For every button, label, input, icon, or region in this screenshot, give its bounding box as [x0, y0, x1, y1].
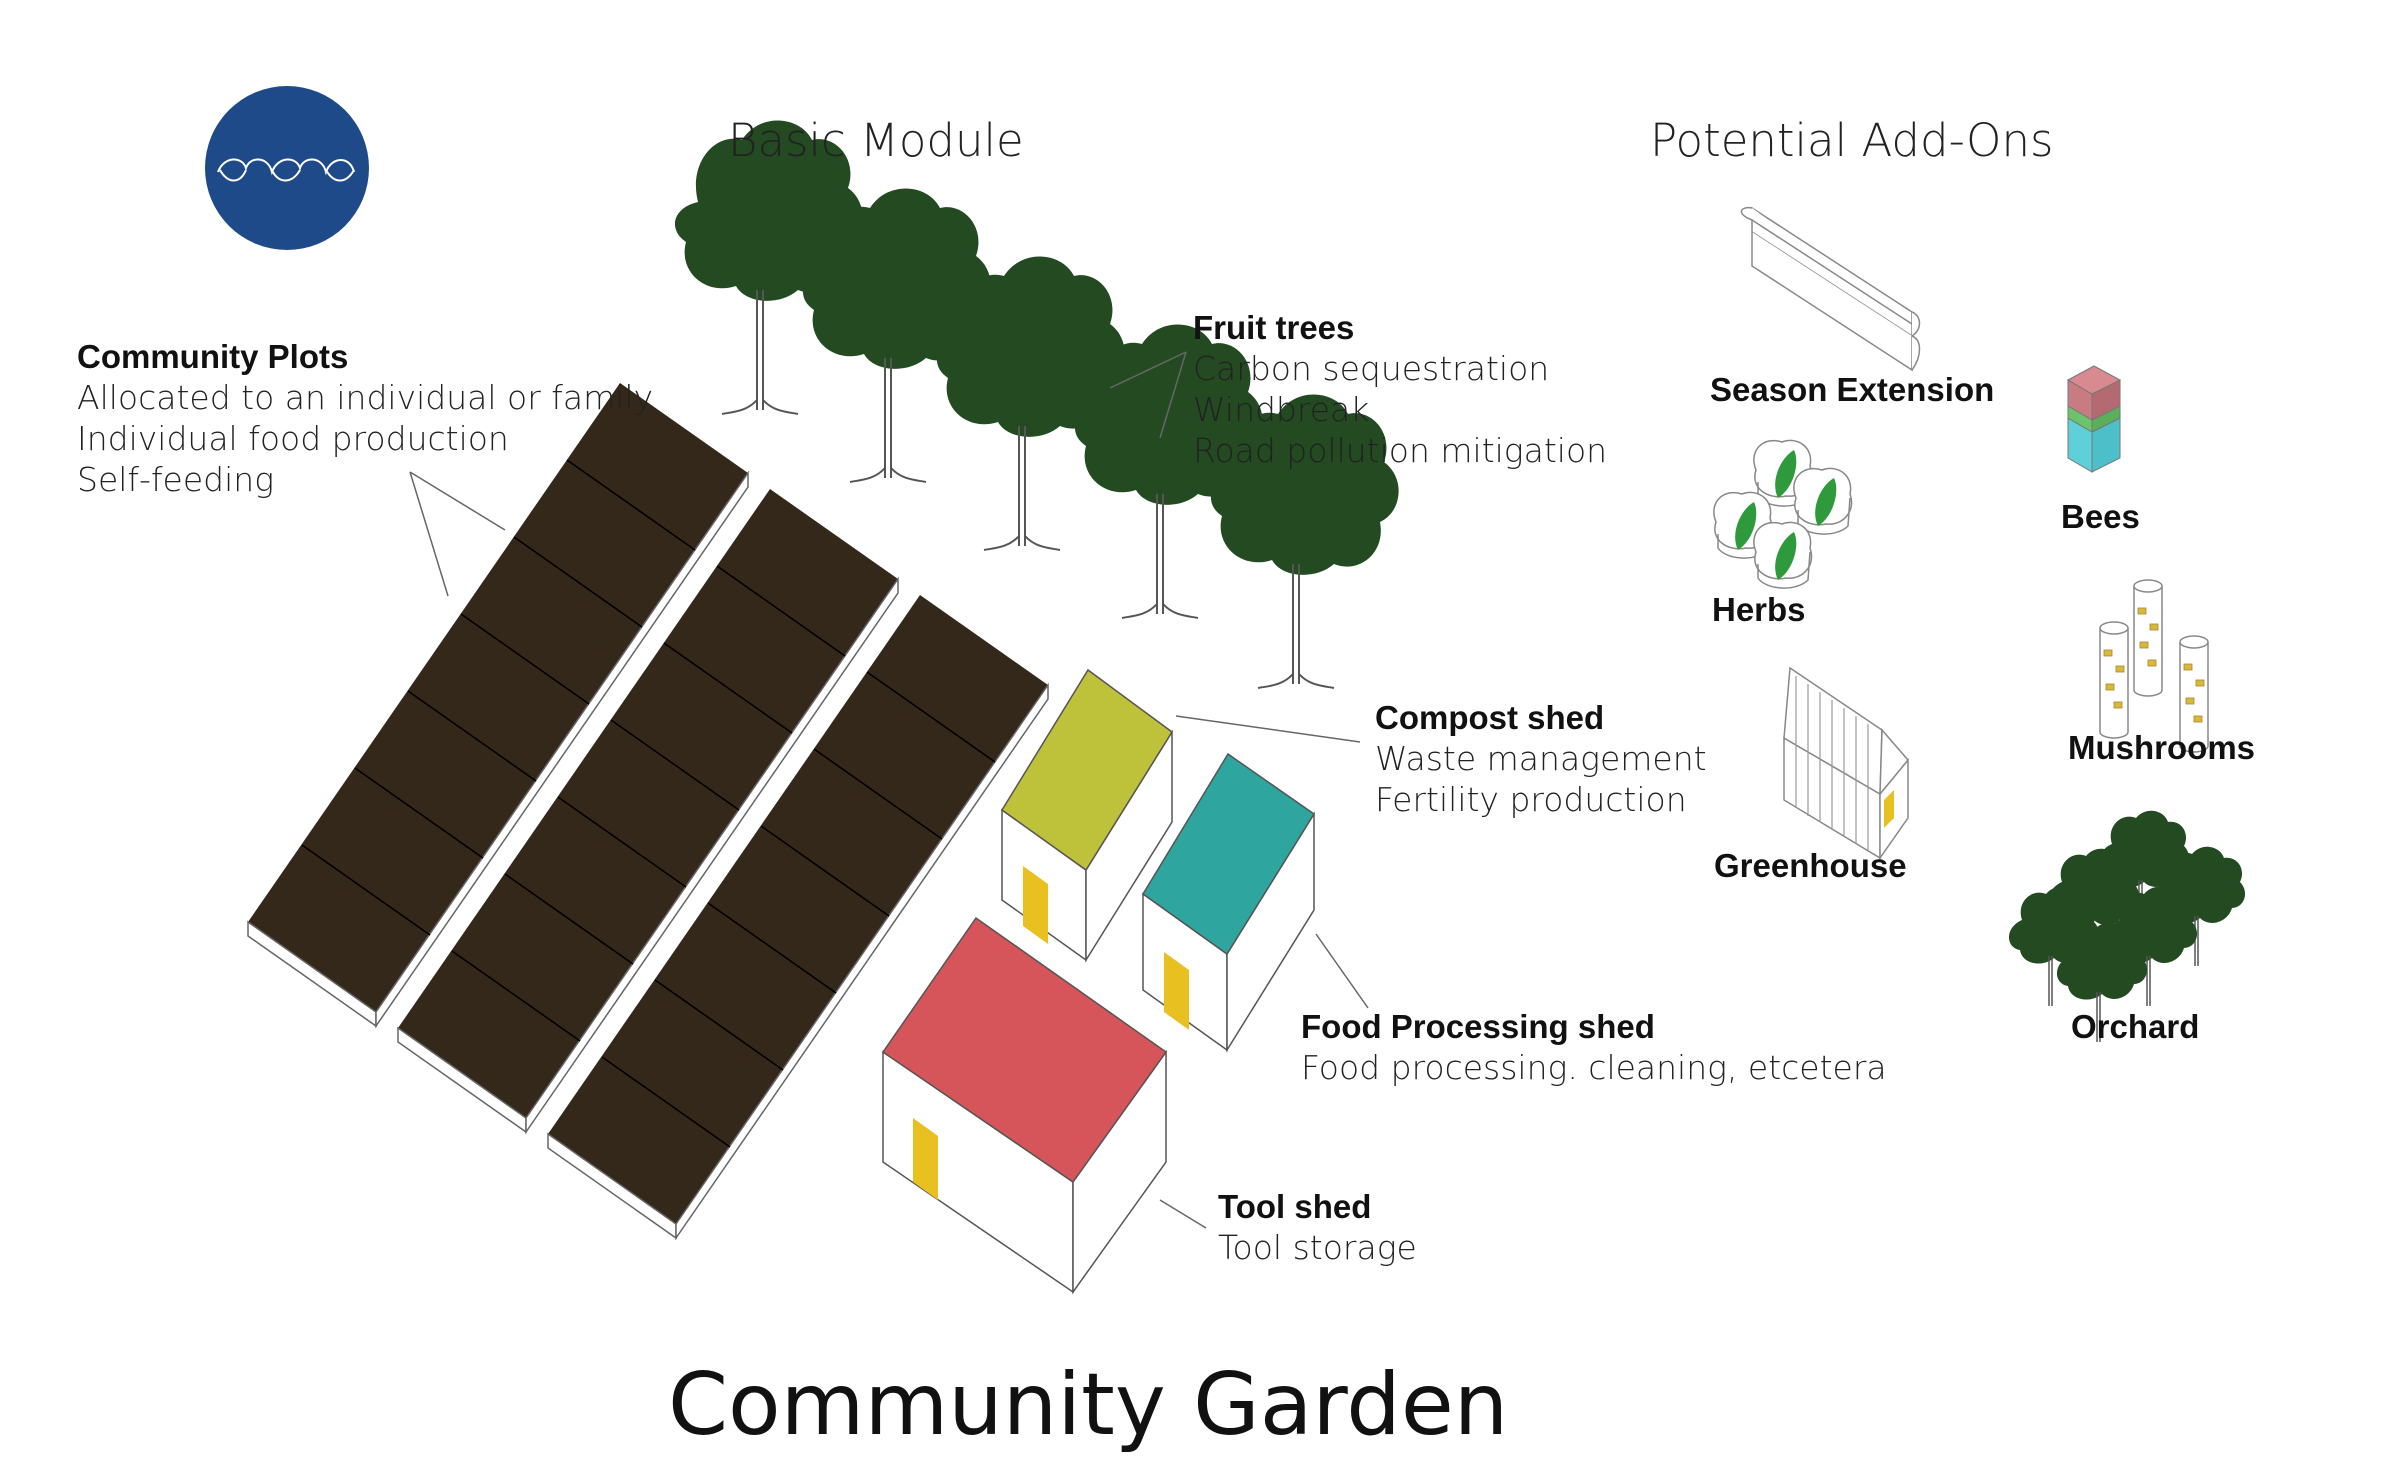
compost-shed-line-1: Waste management: [1375, 739, 1707, 778]
tool-shed-title: Tool shed: [1218, 1188, 1372, 1225]
herbs-label: Herbs: [1712, 591, 1806, 628]
sprout-leaves-icon: [217, 158, 355, 182]
mushrooms-icon: [2099, 579, 2209, 753]
plot-strip-1: [247, 383, 749, 1029]
herbs-icon: [1713, 439, 1853, 589]
fruit-trees-line-1: Carbon sequestration: [1193, 349, 1550, 388]
mushrooms-label: Mushrooms: [2068, 729, 2256, 766]
fruit-trees-label: Fruit trees Carbon sequestration Windbre…: [1193, 311, 1607, 467]
tool-shed-label: Tool shed Tool storage: [1218, 1190, 1417, 1264]
door: [1023, 866, 1048, 944]
basic-module-heading: Basic Module: [728, 114, 1024, 167]
food-processing-shed-line-1: Food processing. cleaning, etcetera: [1301, 1048, 1887, 1087]
food-processing-shed-label: Food Processing shed Food processing. cl…: [1301, 1010, 1887, 1084]
fruit-trees-line-2: Windbreak: [1193, 390, 1370, 429]
plot-strip-3: [547, 595, 1049, 1241]
leader-lines: [409, 351, 1369, 1229]
bees-label: Bees: [2061, 498, 2140, 535]
community-plots-line-3: Self-feeding: [77, 460, 275, 499]
logo: [205, 86, 369, 250]
compost-shed-line-2: Fertility production: [1375, 780, 1687, 819]
community-plots-label: Community Plots Allocated to an individu…: [77, 340, 653, 496]
bees-icon: [2066, 365, 2122, 473]
fruit-trees-line-3: Road pollution mitigation: [1193, 431, 1608, 470]
fruit-trees-title: Fruit trees: [1193, 309, 1355, 346]
greenhouse-icon: [1783, 666, 1909, 861]
page-title: Community Garden: [668, 1355, 1509, 1455]
door: [1884, 790, 1894, 828]
plot-strip-2: [397, 489, 899, 1135]
compost-shed: [1000, 668, 1174, 963]
season-extension-icon: [1740, 206, 1921, 372]
potential-addons-heading: Potential Add-Ons: [1650, 114, 2054, 167]
compost-shed-label: Compost shed Waste management Fertility …: [1375, 701, 1707, 816]
tool-shed: [881, 916, 1168, 1295]
door: [1164, 952, 1189, 1030]
community-plots-title: Community Plots: [77, 338, 349, 375]
tool-shed-line-1: Tool storage: [1218, 1228, 1417, 1267]
food-processing-shed: [1141, 752, 1316, 1053]
community-plots: [247, 383, 1049, 1241]
compost-shed-title: Compost shed: [1375, 699, 1605, 736]
community-plots-line-1: Allocated to an individual or family: [77, 378, 654, 417]
greenhouse-label: Greenhouse: [1714, 847, 1907, 884]
orchard-label: Orchard: [2071, 1008, 2200, 1045]
community-plots-line-2: Individual food production: [77, 419, 509, 458]
food-processing-shed-title: Food Processing shed: [1301, 1008, 1655, 1045]
door: [913, 1118, 938, 1200]
season-extension-label: Season Extension: [1710, 371, 1995, 408]
